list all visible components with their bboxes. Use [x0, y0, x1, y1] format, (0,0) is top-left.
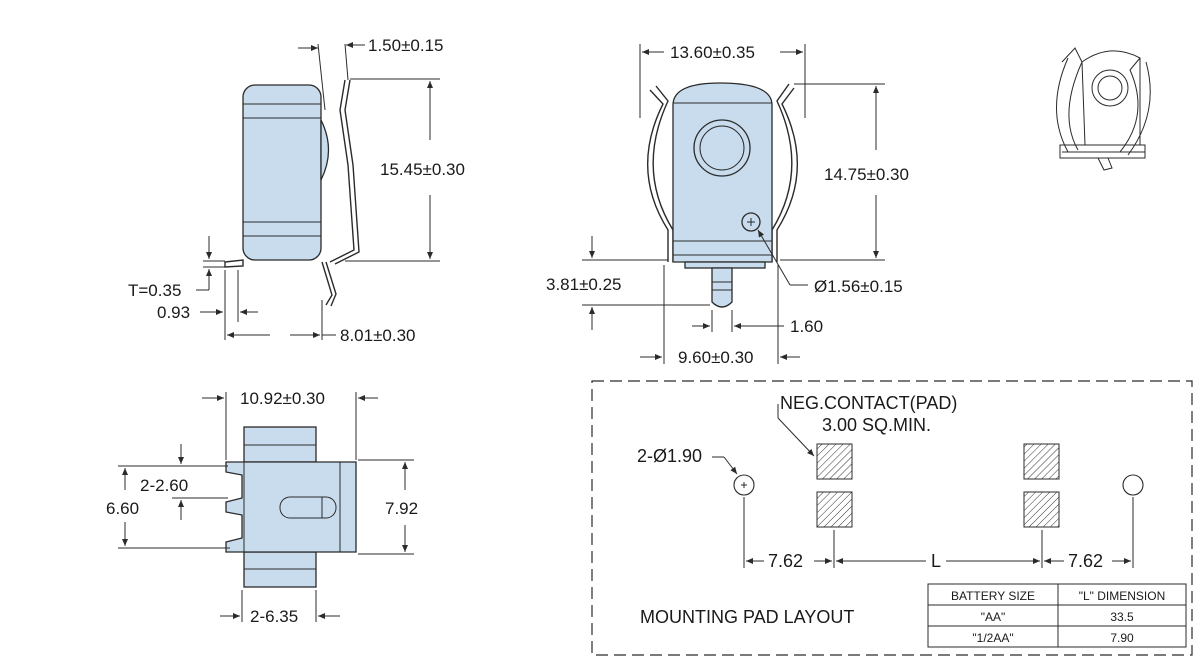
neg-contact-label: NEG.CONTACT(PAD)	[780, 393, 957, 413]
neg-pad-4	[1023, 491, 1060, 528]
isometric-view	[1056, 47, 1151, 171]
pad-layout-frame	[591, 380, 1193, 656]
dim-1-60: 1.60	[790, 317, 823, 336]
front-right-arm	[776, 87, 798, 262]
table-header-size: BATTERY SIZE	[951, 589, 1035, 603]
side-dimple	[320, 119, 330, 181]
mount-hole-right	[1122, 474, 1144, 496]
dim-15-45: 15.45±0.30	[380, 160, 465, 179]
front-boss	[693, 119, 751, 177]
dim-2-2-60: 2-2.60	[140, 476, 188, 495]
top-slot	[279, 496, 337, 519]
dim-t: T=0.35	[128, 281, 181, 300]
spacing-right: 7.62	[1068, 551, 1103, 571]
side-body	[242, 84, 322, 261]
spacing-left: 7.62	[768, 551, 803, 571]
dimension-table: BATTERY SIZE "L" DIMENSION "AA" 33.5 "1/…	[927, 583, 1187, 648]
table-header-l: "L" DIMENSION	[1079, 589, 1166, 603]
dim-7-92: 7.92	[385, 499, 418, 518]
top-body	[225, 461, 357, 553]
spacing-l: L	[931, 551, 941, 571]
neg-pad-3	[1023, 443, 1060, 480]
dim-14-75: 14.75±0.30	[824, 165, 909, 184]
neg-pad-2	[816, 491, 853, 528]
table-cell-halfaa-l: 7.90	[1110, 631, 1134, 645]
neg-pad-1	[816, 443, 853, 480]
dim-9-60: 9.60±0.30	[678, 348, 754, 367]
dim-13-60: 13.60±0.35	[670, 43, 755, 62]
dim-2-6-35: 2-6.35	[250, 607, 298, 626]
side-spring	[329, 79, 355, 263]
pad-layout: NEG.CONTACT(PAD) 3.00 SQ.MIN. 2-Ø1.90 7.…	[591, 380, 1193, 656]
table-cell-aa-l: 33.5	[1110, 610, 1134, 624]
table-cell-aa-size: "AA"	[981, 610, 1006, 624]
front-left-arm	[647, 89, 669, 262]
dim-1-50: 1.50±0.15	[368, 36, 444, 55]
neg-contact-size: 3.00 SQ.MIN.	[822, 415, 931, 435]
top-view: 10.92±0.30 2-2.60 6.60 7.92 2-6.35	[106, 389, 418, 626]
front-view: 13.60±0.35 14.75±0.30 3.81±0.25 Ø1.56±0.…	[546, 43, 909, 367]
dim-10-92: 10.92±0.30	[240, 389, 325, 408]
front-tab	[684, 261, 766, 269]
hole-dim-label: 2-Ø1.90	[637, 446, 702, 466]
side-view: 1.50±0.15 15.45±0.30 T=0.35 0.93 8.01±0.…	[128, 36, 465, 345]
dim-6-60: 6.60	[106, 499, 139, 518]
dim-0-93: 0.93	[157, 303, 190, 322]
dim-3-81: 3.81±0.25	[546, 275, 622, 294]
pad-layout-title: MOUNTING PAD LAYOUT	[640, 607, 854, 627]
front-pin	[711, 267, 733, 308]
dim-8-01: 8.01±0.30	[340, 326, 416, 345]
table-cell-halfaa-size: "1/2AA"	[972, 631, 1013, 645]
dim-dia-1-56: Ø1.56±0.15	[814, 277, 903, 296]
